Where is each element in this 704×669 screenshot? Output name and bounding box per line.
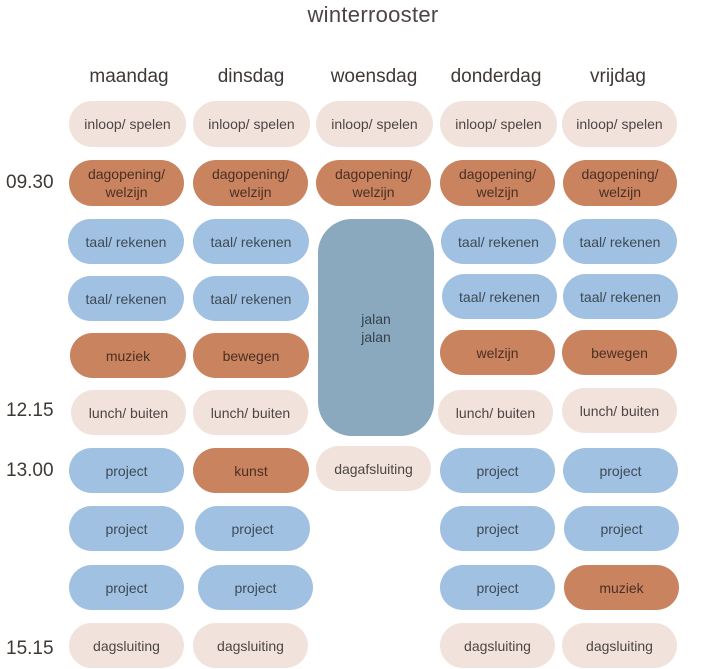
day-header-vrijdag: vrijdag (590, 66, 646, 87)
schedule-block: lunch/ buiten (438, 390, 553, 435)
schedule-block: dagopening/ welzijn (316, 160, 431, 206)
schedule-block: dagopening/ welzijn (440, 160, 555, 206)
schedule-block: taal/ rekenen (441, 219, 556, 264)
schedule-block-jalan-jalan: jalan jalan (318, 219, 434, 436)
schedule-block: welzijn (440, 330, 555, 375)
schedule-block: inloop/ spelen (562, 101, 677, 147)
schedule-block: taal/ rekenen (68, 219, 184, 264)
schedule-block: project (564, 506, 679, 551)
schedule-block: dagopening/ welzijn (193, 160, 308, 206)
time-label: 15.15 (6, 638, 54, 659)
schedule-block: kunst (193, 448, 309, 493)
schedule-block: dagsluiting (193, 623, 308, 668)
schedule-block: inloop/ spelen (193, 101, 310, 147)
schedule-block: dagsluiting (440, 623, 555, 668)
schedule-block: taal/ rekenen (563, 219, 677, 264)
schedule-block: muziek (564, 565, 679, 610)
schedule-block: muziek (70, 333, 186, 378)
schedule-block: bewegen (193, 333, 309, 378)
schedule-block: project (563, 448, 678, 493)
schedule-block: project (198, 565, 313, 610)
schedule-block: inloop/ spelen (440, 101, 557, 147)
schedule-block: project (69, 506, 184, 551)
schedule-block: lunch/ buiten (562, 388, 677, 433)
schedule-block: taal/ rekenen (68, 276, 184, 321)
schedule-block: taal/ rekenen (563, 274, 678, 319)
schedule-block: taal/ rekenen (193, 276, 309, 321)
schedule-block: project (195, 506, 310, 551)
time-label: 09.30 (6, 172, 54, 193)
schedule-block: project (440, 565, 555, 610)
schedule-block: dagsluiting (69, 623, 184, 668)
schedule-block: dagsluiting (562, 623, 677, 668)
day-header-maandag: maandag (89, 66, 169, 87)
schedule-block: inloop/ spelen (69, 101, 186, 147)
schedule-block: dagopening/ welzijn (69, 160, 184, 206)
schedule-block: lunch/ buiten (193, 390, 308, 435)
schedule-block: bewegen (562, 330, 677, 375)
schedule-block: project (69, 565, 184, 610)
schedule-block: dagopening/ welzijn (563, 160, 677, 206)
schedule-block: taal/ rekenen (442, 274, 557, 319)
schedule-block: project (69, 448, 184, 493)
schedule-block: dagafsluiting (316, 446, 431, 491)
time-label: 13.00 (6, 460, 54, 481)
day-header-dinsdag: dinsdag (217, 66, 285, 87)
schedule-block: project (440, 506, 555, 551)
page-title: winterrooster (307, 2, 439, 27)
time-label: 12.15 (6, 400, 54, 421)
schedule-block: project (440, 448, 555, 493)
day-header-woensdag: woensdag (330, 66, 418, 87)
day-header-donderdag: donderdag (450, 66, 542, 87)
schedule-block: inloop/ spelen (316, 101, 433, 147)
schedule-block: taal/ rekenen (193, 219, 309, 264)
schedule-block: lunch/ buiten (71, 390, 186, 435)
